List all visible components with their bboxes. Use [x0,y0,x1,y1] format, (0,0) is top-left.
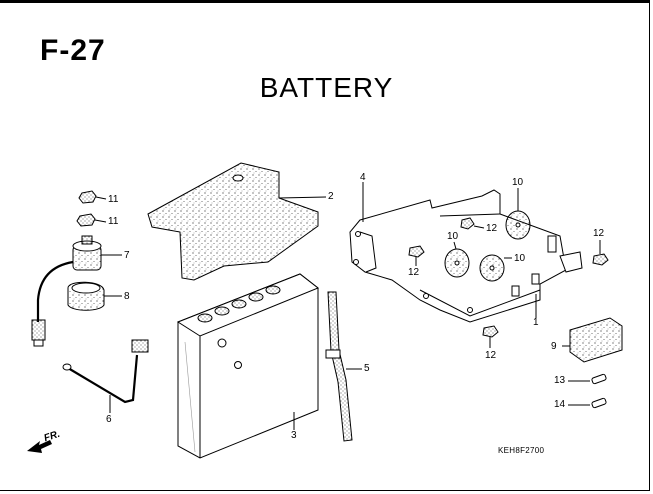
damper-10-right [479,254,512,282]
fuse-13 [568,373,607,385]
callout-9: 9 [551,341,557,352]
callout-13: 13 [554,375,566,386]
callout-12-bottom: 12 [485,350,497,361]
frame-top-rule [0,0,650,3]
callout-10-upper: 10 [512,177,524,188]
bolt-12-bottom [482,325,499,348]
relay-cover-8 [67,281,122,311]
breather-tube-5 [325,291,362,442]
callout-10-left: 10 [447,231,459,242]
fuse-14 [568,397,607,409]
callout-10-right: 10 [514,253,526,264]
callout-3: 3 [291,430,297,441]
callout-4: 4 [360,172,366,183]
battery-cover-2 [147,162,327,281]
callout-8: 8 [124,291,130,302]
damper-10-left [444,241,470,278]
damper-10-upper [505,188,531,240]
frame-bottom-rule [0,490,650,491]
callout-7: 7 [124,250,130,261]
bolt-12-right [592,240,609,266]
front-direction-arrow-icon [27,440,52,453]
battery-tray-1 [349,182,583,323]
nut-11-lower [76,213,107,227]
callout-11-lower: 11 [108,216,119,227]
callout-6: 6 [106,414,112,425]
bolt-12-left [408,245,425,266]
callout-14: 14 [554,399,566,410]
battery-cable-6 [62,339,149,413]
bolt-12-upper [460,217,485,230]
frame-right-rule [649,0,650,491]
callout-5: 5 [364,363,370,374]
callout-12-left: 12 [408,267,420,278]
drawing-reference-code: KEH8F2700 [498,446,545,455]
callout-1: 1 [533,317,539,328]
diagram-title: BATTERY [259,72,394,103]
callout-12-right: 12 [593,228,605,239]
callout-2: 2 [328,191,334,202]
section-code: F-27 [40,34,106,67]
fuse-box-9 [562,317,623,363]
starter-relay-7 [31,235,122,347]
nut-11-upper [78,190,107,204]
battery-3 [176,273,319,459]
callout-11-upper: 11 [108,194,119,205]
callout-12-upper: 12 [486,223,498,234]
